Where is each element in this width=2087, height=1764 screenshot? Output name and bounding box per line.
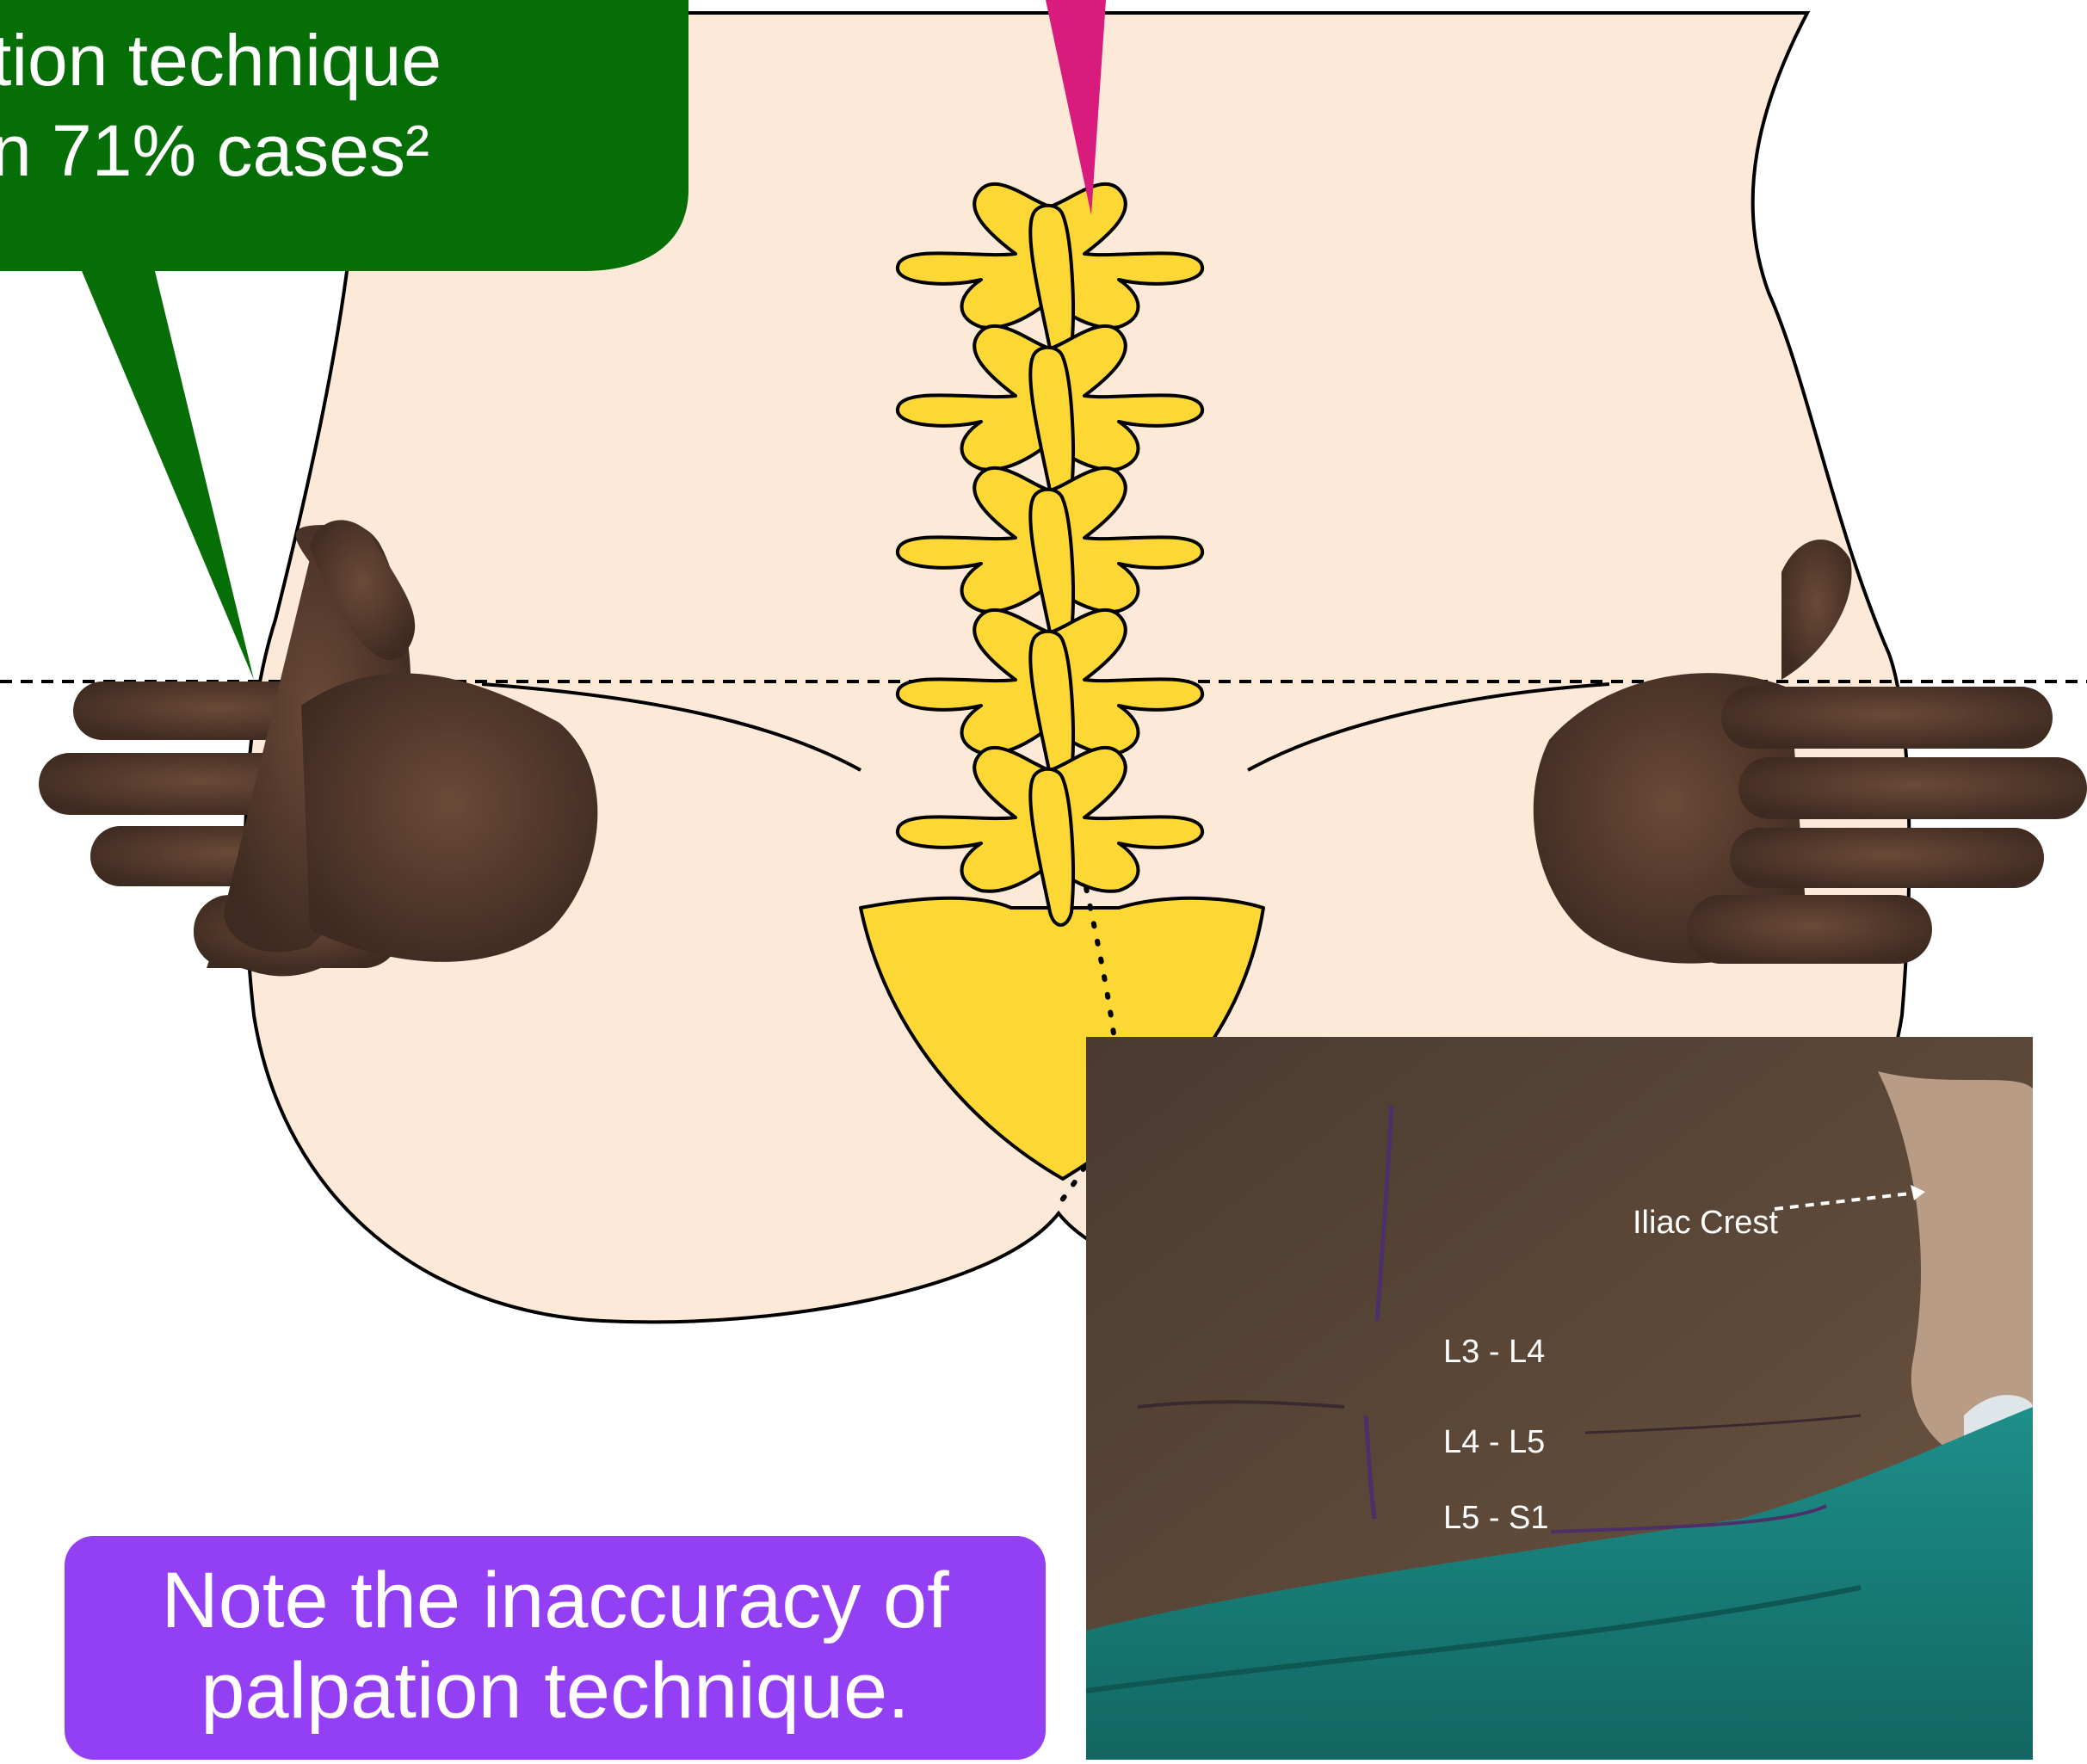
label-l5-s1: L5 - S1 — [1443, 1500, 1549, 1537]
label-l4-l5: L4 - L5 — [1443, 1424, 1545, 1461]
label-l3-l4: L3 - L4 — [1443, 1334, 1545, 1371]
label-iliac-crest: Iliac Crest — [1633, 1205, 1778, 1242]
note-box: Note the inaccuracy of palpation techniq… — [65, 1536, 1046, 1760]
photo-illustration — [1086, 1037, 2033, 1760]
note-line-1: Note the inaccuracy of — [65, 1557, 1046, 1644]
note-line-2: palpation technique. — [65, 1648, 1046, 1734]
callout-line-2: n 71% cases² — [0, 108, 429, 194]
patient-back-photo: Iliac Crest L3 - L4 L4 - L5 L5 - S1 — [1086, 1037, 2033, 1760]
callout-line-1: tion technique — [0, 17, 441, 103]
